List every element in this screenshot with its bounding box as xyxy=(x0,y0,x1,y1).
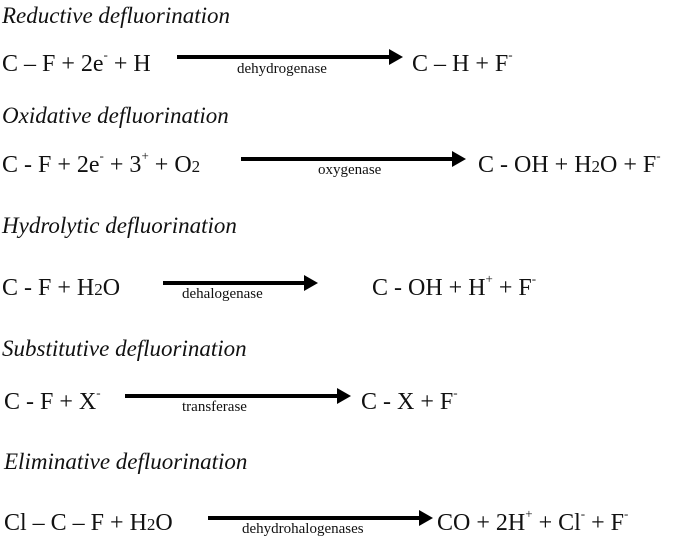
reaction-title-reductive: Reductive defluorination xyxy=(2,3,231,28)
reaction-arrow-reductive xyxy=(177,49,403,65)
reaction-title-hydrolytic: Hydrolytic defluorination xyxy=(2,213,237,238)
enzyme-label-hydrolytic: dehalogenase xyxy=(182,286,263,302)
enzyme-label-oxidative: oxygenase xyxy=(318,162,382,178)
products-reductive: C – H + F- xyxy=(412,47,513,77)
enzyme-label-eliminative: dehydrohalogenases xyxy=(242,521,364,537)
reactants-oxidative: C - F + 2e- + 3+ + O2 xyxy=(2,148,201,178)
reaction-arrow-hydrolytic xyxy=(163,275,318,291)
reaction-title-eliminative: Eliminative defluorination xyxy=(4,449,248,474)
reactants-hydrolytic: C - F + H2O xyxy=(2,275,121,301)
reactants-eliminative: Cl – C – F + H2O xyxy=(4,510,173,536)
products-eliminative: CO + 2H+ + Cl- + F- xyxy=(437,506,629,536)
reaction-arrow-eliminative xyxy=(208,510,433,526)
reactants-substitutive: C - F + X- xyxy=(4,385,101,415)
reaction-title-oxidative: Oxidative defluorination xyxy=(2,103,229,128)
enzyme-label-substitutive: transferase xyxy=(182,399,247,415)
reaction-arrow-oxidative xyxy=(241,151,466,167)
reaction-arrow-substitutive xyxy=(125,388,351,404)
reaction-title-substitutive: Substitutive defluorination xyxy=(2,336,247,361)
enzyme-label-reductive: dehydrogenase xyxy=(237,61,327,77)
products-oxidative: C - OH + H2O + F- xyxy=(478,148,661,178)
products-substitutive: C - X + F- xyxy=(361,385,458,415)
reactants-reductive: C – F + 2e- + H xyxy=(2,47,151,77)
products-hydrolytic: C - OH + H+ + F- xyxy=(372,271,537,301)
